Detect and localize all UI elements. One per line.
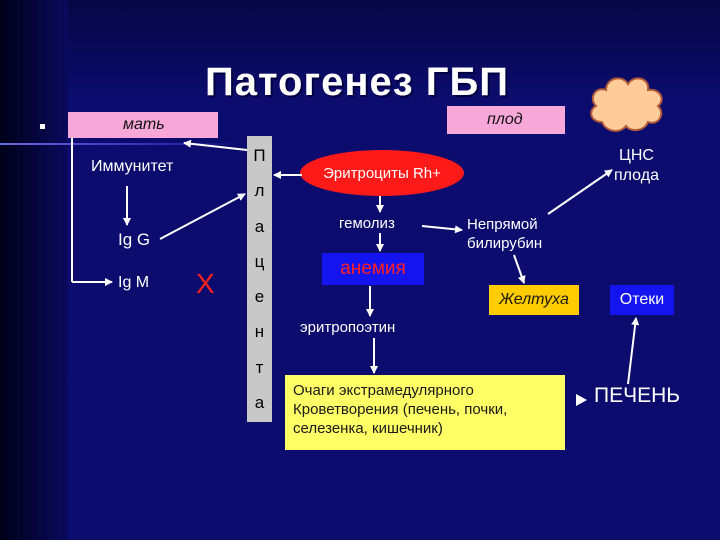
- bullet-icon: [40, 124, 45, 129]
- placenta-letter: П: [253, 146, 266, 166]
- placenta-letter: н: [254, 322, 265, 342]
- edema-box: Отеки: [610, 285, 674, 315]
- liver-label: ПЕЧЕНЬ: [594, 384, 681, 407]
- fetus-box: плод: [447, 106, 565, 134]
- cloud-icon: [586, 70, 666, 136]
- horizontal-accent-line: [0, 143, 240, 145]
- slide-title: Патогенез ГБП: [205, 60, 509, 104]
- erythrocytes-label: Эритроциты Rh+: [323, 164, 441, 182]
- mother-label: мать: [123, 116, 165, 133]
- placenta-letter: е: [254, 287, 265, 307]
- cns-label: ЦНС плода: [614, 146, 659, 186]
- anemia-label: анемия: [340, 258, 406, 279]
- left-dark-band: [0, 0, 68, 540]
- placenta-letter: а: [254, 216, 265, 236]
- cns-line-1: ЦНС: [619, 147, 654, 164]
- mother-box: мать: [68, 112, 218, 138]
- placenta-letter: л: [254, 181, 265, 201]
- immunity-label: Иммунитет: [91, 158, 174, 175]
- cns-line-2: плода: [614, 167, 659, 184]
- igg-label: Ig G: [118, 230, 151, 249]
- placenta-letter: т: [255, 357, 264, 377]
- arrow-igg-placenta: [159, 193, 246, 240]
- arrow-placenta-mother: [183, 139, 248, 151]
- hemolysis-label: гемолиз: [339, 215, 395, 232]
- anemia-box: анемия: [322, 253, 424, 285]
- extramedullary-foci-box: Очаги экстрамедулярного Кроветворения (п…: [285, 375, 565, 450]
- bilirubin-line-2: билирубин: [467, 235, 543, 252]
- placenta-letter: а: [254, 392, 265, 412]
- arrow-bilirubin-jaundice: [513, 254, 526, 284]
- placenta-letter: ц: [254, 251, 265, 271]
- bilirubin-line-1: Непрямой: [467, 216, 538, 233]
- placenta-bar: П л а ц е н т а: [247, 136, 272, 422]
- blocked-cross-icon: Х: [196, 268, 215, 299]
- erythrocytes-ellipse: Эритроциты Rh+: [300, 150, 464, 196]
- edema-label: Отеки: [619, 291, 665, 308]
- igm-label: Ig M: [118, 274, 150, 291]
- jaundice-label: Желтуха: [499, 291, 569, 308]
- fetus-label: плод: [487, 111, 523, 128]
- jaundice-box: Желтуха: [489, 285, 579, 315]
- arrow-hemolysis-bilirubin: [421, 225, 463, 234]
- liver-arrow-icon: [576, 394, 587, 406]
- arrow-bilirubin-cns: [547, 169, 613, 215]
- foci-label: Очаги экстрамедулярного Кроветворения (п…: [293, 382, 508, 437]
- bilirubin-label: Непрямой билирубин: [467, 215, 542, 253]
- arrow-liver-edema: [627, 317, 640, 385]
- erythropoietin-label: эритропоэтин: [300, 319, 396, 336]
